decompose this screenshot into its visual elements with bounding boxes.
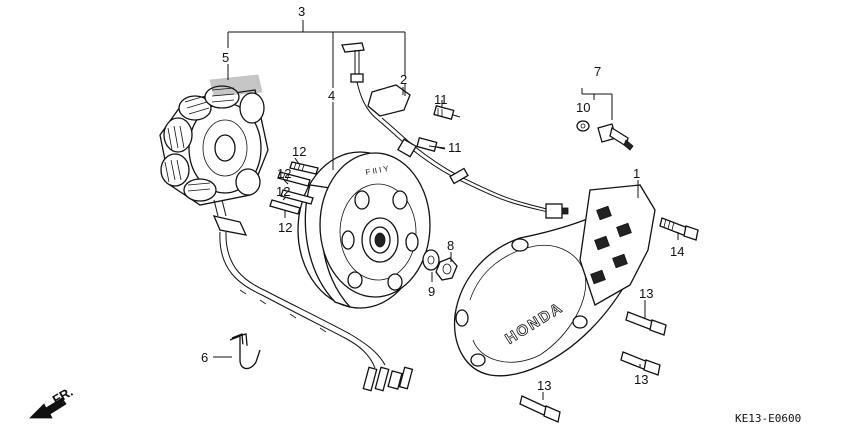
- label-9: 9: [428, 284, 435, 299]
- crankcase-cover: HONDA: [453, 184, 656, 377]
- label-12c: 12: [276, 184, 290, 199]
- diagram-code: KE13-E0600: [735, 412, 801, 425]
- bolts-12: [269, 161, 319, 215]
- rotor-mark: F II I Y: [365, 164, 390, 177]
- label-12: 12: [292, 144, 306, 159]
- label-11: 11: [434, 92, 448, 107]
- flywheel-rotor: F II I Y: [297, 151, 431, 309]
- label-13b: 13: [634, 372, 648, 387]
- label-3: 3: [298, 4, 305, 19]
- neutral-switch: [576, 88, 634, 151]
- label-11b: 11: [448, 140, 462, 155]
- label-6: 6: [201, 350, 208, 365]
- label-13c: 13: [537, 378, 551, 393]
- stator-coil: [159, 74, 414, 392]
- bolt-11-lower: [416, 137, 446, 152]
- group-3-bracket: [227, 20, 406, 88]
- bolt-13-a: [625, 311, 667, 336]
- label-14: 14: [670, 244, 684, 259]
- label-4: 4: [328, 88, 335, 103]
- label-10: 10: [576, 100, 590, 115]
- label-12d: 12: [278, 220, 292, 235]
- label-2: 2: [400, 72, 407, 87]
- bolt-14: [659, 217, 699, 241]
- label-7: 7: [594, 64, 601, 79]
- wire-clamp: [213, 333, 261, 370]
- leader-lines: [227, 64, 679, 400]
- pulse-generator: [341, 42, 569, 219]
- front-direction-arrow: FR.: [29, 384, 75, 419]
- bolt-13-c: [519, 395, 561, 423]
- label-5: 5: [222, 50, 229, 65]
- nut-and-washer: [422, 249, 458, 281]
- bolt-11-upper: [433, 105, 461, 120]
- label-12b: 12: [277, 166, 291, 181]
- label-13: 13: [639, 286, 653, 301]
- part-labels: 1 2 3 4 5 6 7 8 9 10 11 11 12 12 12 12 1…: [201, 4, 684, 393]
- label-1: 1: [633, 166, 640, 181]
- bolt-13-b: [620, 351, 661, 376]
- label-8: 8: [447, 238, 454, 253]
